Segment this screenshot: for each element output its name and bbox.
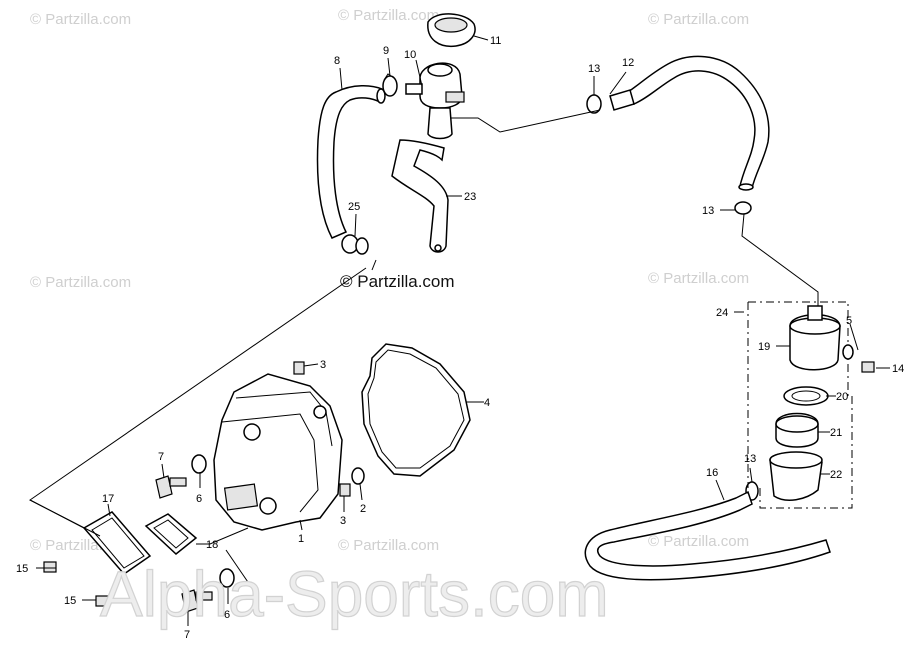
label-13c: 13: [744, 453, 756, 465]
label-14: 14: [892, 363, 904, 375]
part-16-hose: [584, 490, 831, 581]
label-22: 22: [830, 469, 842, 481]
leader-lines: [29, 35, 890, 626]
part-14-bolt: [861, 361, 875, 373]
label-1: 1: [298, 533, 304, 545]
label-18: 18: [206, 539, 218, 551]
label-19: 19: [758, 341, 770, 353]
label-4: 4: [484, 397, 490, 409]
part-17-plate: [82, 511, 152, 575]
part-15-bolt: [43, 561, 109, 607]
part-19-filter: [789, 305, 841, 371]
part-23-bracket: [391, 139, 449, 253]
label-15a: 15: [16, 563, 28, 575]
part-25-clamp: [341, 234, 369, 255]
label-8: 8: [334, 55, 340, 67]
center-watermark: © Partzilla.com: [340, 272, 455, 291]
label-7a: 7: [158, 451, 164, 463]
watermark-text: © Partzilla.com: [338, 537, 439, 554]
part-labels: 11 10 9 8 12 13 13 23 25 3 4 5 14 19 20 …: [16, 35, 904, 641]
label-7b: 7: [184, 629, 190, 641]
label-21: 21: [830, 427, 842, 439]
part-7-bolt: [155, 475, 213, 613]
label-9: 9: [383, 45, 389, 57]
part-9-clip: [382, 73, 398, 97]
label-23: 23: [464, 191, 476, 203]
part-12-hose: [609, 55, 770, 191]
part-5-washer: [842, 344, 854, 360]
label-16: 16: [706, 467, 718, 479]
label-10: 10: [404, 49, 416, 61]
part-4-gasket: [361, 343, 471, 477]
label-17: 17: [102, 493, 114, 505]
label-6a: 6: [196, 493, 202, 505]
label-15b: 15: [64, 595, 76, 607]
label-24: 24: [716, 307, 728, 319]
label-13b: 13: [702, 205, 714, 217]
label-13a: 13: [588, 63, 600, 75]
part-24-bracket: [747, 301, 853, 509]
large-watermark: Alpha-Sports.com: [100, 558, 609, 630]
part-10-valve: [405, 62, 465, 140]
part-1-cover: [213, 373, 343, 531]
part-22-housing: [769, 451, 823, 502]
label-25: 25: [348, 201, 360, 213]
watermark-text: © Partzilla.com: [338, 7, 439, 24]
part-18-gasket: [144, 513, 198, 555]
label-11: 11: [490, 35, 501, 47]
part-20-plate: [783, 386, 829, 406]
label-3a: 3: [320, 359, 326, 371]
label-20: 20: [836, 391, 848, 403]
watermark-text: © Partzilla.com: [648, 270, 749, 287]
watermark-text: © Partzilla.com: [30, 274, 131, 291]
part-21-element: [775, 412, 819, 448]
part-2-washer: [351, 467, 365, 485]
part-13-clip: [586, 94, 759, 501]
watermark-text: © Partzilla.com: [648, 533, 749, 550]
part-11-cap: [427, 13, 476, 48]
label-2: 2: [360, 503, 366, 515]
label-3b: 3: [340, 515, 346, 527]
watermark-text: © Partzilla.com: [30, 11, 131, 28]
watermark-text: © Partzilla.com: [648, 11, 749, 28]
part-8-hose: [316, 85, 386, 239]
part-3-bolt: [293, 361, 351, 497]
label-5: 5: [846, 315, 852, 327]
label-6b: 6: [224, 609, 230, 621]
part-6-washer: [191, 454, 235, 588]
label-12: 12: [622, 57, 634, 69]
